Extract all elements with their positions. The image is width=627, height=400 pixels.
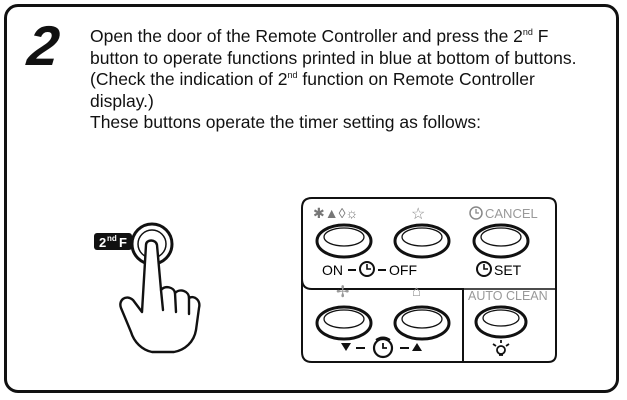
cancel-text: CANCEL <box>485 206 538 221</box>
timer-down-button[interactable] <box>317 307 371 339</box>
on-text: ON <box>322 262 343 278</box>
mode-icons: ✱▲◊☼ <box>313 205 358 221</box>
timer-off-button[interactable] <box>395 225 449 257</box>
timer-set-button[interactable] <box>474 225 528 257</box>
down-arrow-icon <box>341 343 351 351</box>
up-arrow-icon <box>412 343 422 351</box>
timer-adjust-label <box>341 338 422 358</box>
airflow-icon: ✢ <box>336 284 349 301</box>
second-f-key[interactable]: 2 nd F <box>94 233 132 250</box>
off-text: OFF <box>389 262 417 278</box>
set-text: SET <box>494 262 522 278</box>
timer-up-button[interactable] <box>395 307 449 339</box>
auto-clean-text: AUTO CLEAN <box>468 289 548 303</box>
auto-clean-button[interactable] <box>476 307 526 337</box>
svg-text:✱▲◊☼: ✱▲◊☼ <box>313 205 358 221</box>
second-f-num: 2 <box>99 235 106 250</box>
home-icon: ⌂ <box>412 283 421 300</box>
second-f-sup: nd <box>107 234 117 243</box>
timer-on-button[interactable] <box>317 225 371 257</box>
second-f-letter: F <box>119 235 127 250</box>
fan-star-icon: ☆ <box>411 206 425 223</box>
